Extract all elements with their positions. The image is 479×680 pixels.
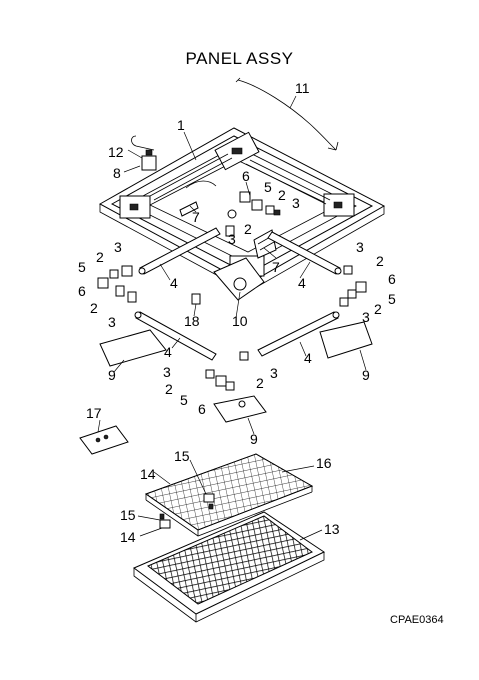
- air-filter-part-16: [144, 453, 314, 537]
- callout-5: 5: [264, 179, 272, 195]
- callout-3: 3: [228, 231, 236, 247]
- callout-7: 7: [192, 209, 200, 225]
- leader-lines: [97, 95, 367, 541]
- callout-3: 3: [356, 239, 364, 255]
- callout-3: 3: [362, 309, 370, 325]
- callout-5: 5: [388, 291, 396, 307]
- page-title: PANEL ASSY: [185, 49, 294, 68]
- callout-2: 2: [90, 300, 98, 316]
- pipe-right-lower: [257, 311, 340, 357]
- callout-12: 12: [108, 144, 124, 160]
- callout-6: 6: [78, 283, 86, 299]
- callout-2: 2: [278, 187, 286, 203]
- callout-2: 2: [374, 301, 382, 317]
- callout-4: 4: [304, 350, 312, 366]
- control-box-part-8-12: [131, 135, 157, 171]
- corner-cover-part-10: [213, 257, 265, 301]
- callout-3: 3: [270, 365, 278, 381]
- inlet-grille-part-13: [133, 511, 326, 623]
- clips: [97, 265, 367, 391]
- callout-6: 6: [198, 401, 206, 417]
- callout-5: 5: [180, 392, 188, 408]
- callout-3: 3: [292, 195, 300, 211]
- callout-4: 4: [298, 275, 306, 291]
- fastener-part-14-15: [159, 493, 215, 529]
- slider-part-7: [179, 201, 277, 259]
- callout-16: 16: [316, 455, 332, 471]
- callout-18: 18: [184, 313, 200, 329]
- callout-9: 9: [108, 367, 116, 383]
- callout-3: 3: [114, 239, 122, 255]
- callout-14: 14: [120, 529, 136, 545]
- callout-2: 2: [244, 221, 252, 237]
- callout-7: 7: [272, 259, 280, 275]
- callout-10: 10: [232, 313, 248, 329]
- callout-14: 14: [140, 466, 156, 482]
- callout-11: 11: [295, 80, 310, 96]
- callout-4: 4: [170, 275, 178, 291]
- callout-17: 17: [86, 405, 102, 421]
- drawing-code: CPAE0364: [390, 614, 444, 626]
- callout-2: 2: [256, 375, 264, 391]
- motor-assy-top: [185, 180, 281, 237]
- pipe-right-upper: [267, 231, 342, 275]
- callout-13: 13: [324, 521, 340, 537]
- callout-15: 15: [174, 448, 190, 464]
- callout-2: 2: [376, 253, 384, 269]
- corner-cover-part-9: [99, 321, 373, 423]
- callout-9: 9: [362, 367, 370, 383]
- callout-4: 4: [164, 344, 172, 360]
- remote-holder-part-17: [79, 425, 129, 455]
- pipe-left-lower: [134, 311, 217, 361]
- callout-labels: 11 1 12 8 6 5 2 3 7 2 3 3 3 2 2 5 7 4 4 …: [78, 80, 396, 545]
- callout-9: 9: [250, 431, 258, 447]
- callout-3: 3: [108, 314, 116, 330]
- callout-6: 6: [242, 168, 250, 184]
- pipe-left-upper: [138, 227, 221, 275]
- callout-1: 1: [177, 117, 185, 133]
- screw-part-18: [191, 293, 201, 305]
- callout-2: 2: [96, 249, 104, 265]
- callout-2: 2: [165, 381, 173, 397]
- callout-5: 5: [78, 259, 86, 275]
- callout-6: 6: [388, 271, 396, 287]
- callout-15: 15: [120, 507, 136, 523]
- callout-3: 3: [163, 364, 171, 380]
- callout-8: 8: [113, 165, 121, 181]
- cable-part-11: [235, 77, 339, 151]
